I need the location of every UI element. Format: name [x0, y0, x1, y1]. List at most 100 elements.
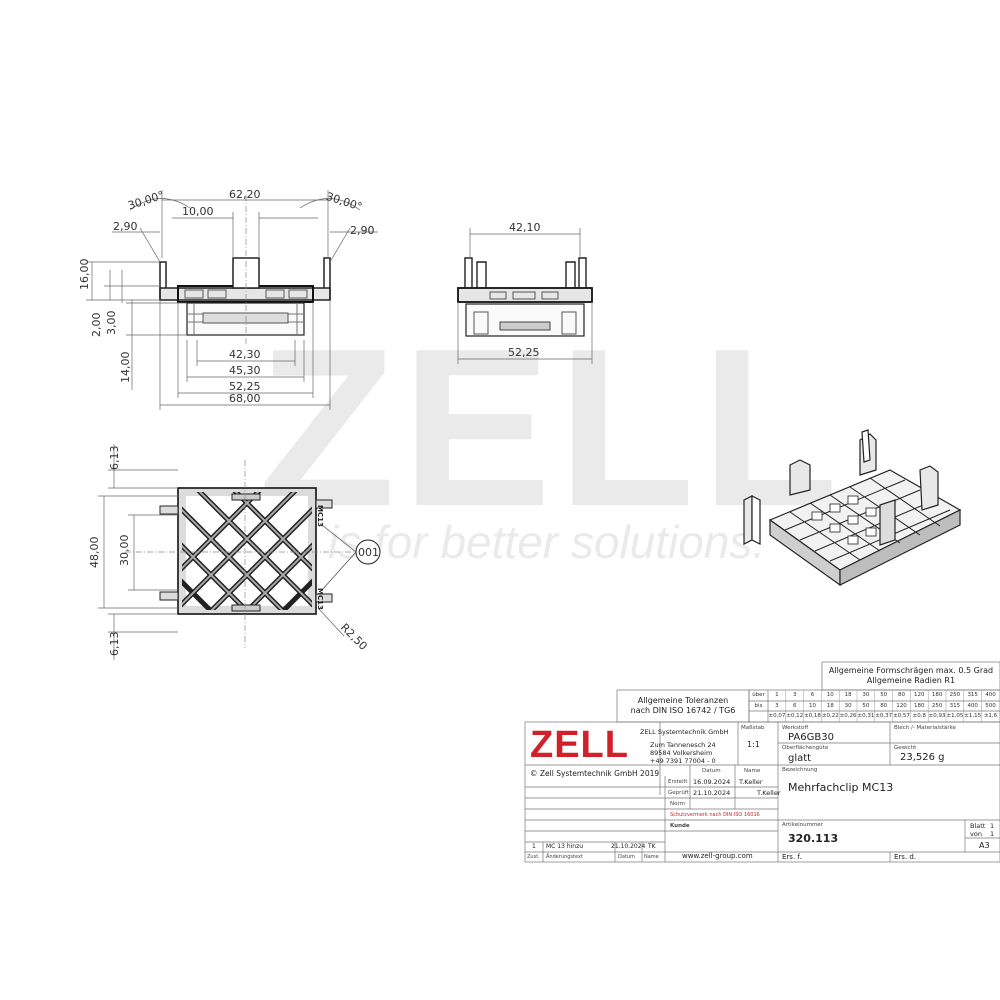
tolerance-value-cell: ±0,8: [912, 713, 926, 719]
dim-w3: 52,25: [229, 380, 261, 393]
dim-w2: 45,30: [229, 364, 261, 377]
dim-side-bottom: 52,25: [508, 346, 540, 359]
created-label: Erstellt: [668, 779, 688, 785]
plan-view: [98, 444, 381, 660]
tolerance-to-cell: 50: [862, 703, 870, 709]
tolerance-to-cell: 180: [914, 703, 925, 709]
tolerance-over-cell: 10: [826, 692, 834, 698]
isometric-view: [743, 429, 962, 587]
tolerance-over-cell: 180: [931, 692, 943, 698]
dim-depth: 14,00: [119, 352, 132, 384]
dim-w1: 42,30: [229, 348, 261, 361]
tolerance-value-cell: ±0,22: [821, 713, 839, 719]
scale-value: 1:1: [747, 740, 760, 749]
dim-plan-top-offset: 6,13: [108, 446, 121, 471]
website-link[interactable]: www.zell-group.com: [682, 852, 753, 860]
tolerance-to-cell: 120: [896, 703, 907, 709]
draft-angle-line1: Allgemeine Formschrägen max. 0.5 Grad: [828, 666, 994, 675]
front-view-labels: 30,00° 30,00° 62,20 10,00 2,90 2,90 16,0…: [78, 188, 375, 405]
created-name: T.Keller: [739, 778, 763, 786]
tolerance-to-cell: 6: [792, 703, 797, 709]
revision-text: MC 13 hinzu: [546, 843, 584, 850]
company-street: Zum Tannenesch 24: [650, 741, 716, 749]
draft-angle-note: Allgemeine Formschrägen max. 0.5 Grad Al…: [822, 666, 1000, 686]
checked-date: 21.10.2024: [693, 789, 731, 797]
tolerance-value-cell: ±0,12: [786, 713, 804, 719]
checked-label: Geprüft: [668, 790, 689, 796]
side-view: [457, 228, 593, 364]
of-word: von: [970, 830, 982, 838]
dim-edge-left: 2,90: [113, 220, 138, 233]
tolerance-value-cell: ±0,07: [768, 713, 786, 719]
dim-plan-height: 48,00: [88, 537, 101, 569]
tolerance-to-cell: 10: [808, 703, 816, 709]
weight-value: 23,526 g: [900, 752, 945, 763]
dim-center-width: 10,00: [182, 205, 214, 218]
plan-mark-bottom: MC13: [316, 588, 324, 610]
tolerance-over-cell: 250: [949, 692, 961, 698]
dim-side-top: 42,10: [509, 221, 541, 234]
callout-001: 001: [358, 546, 379, 559]
customer-label: Kunde: [670, 823, 690, 829]
dim-height-total: 16,00: [78, 259, 91, 291]
tolerance-to-cell: 500: [985, 703, 996, 709]
tolerance-value-cell: ±0,37: [875, 713, 893, 719]
dim-angle-left: 30,00°: [126, 189, 165, 213]
tolerance-over-cell: 18: [844, 692, 852, 698]
tolerance-to-cell: 30: [844, 703, 852, 709]
tolerance-value-cell: ±0,31: [857, 713, 875, 719]
column-change-text: Änderungstext: [546, 854, 583, 860]
company-name: ZELL Systemtechnik GmbH: [640, 728, 729, 736]
front-view: [86, 190, 378, 410]
company-phone: +49 7391 77004 - 0: [650, 757, 716, 765]
surface-label: Oberflächengüte: [782, 745, 829, 751]
side-view-labels: 42,10 52,25: [508, 221, 541, 359]
tolerance-over-cell: 30: [862, 692, 870, 698]
weight-label: Gewicht: [894, 745, 917, 751]
designation-label: Bezeichnung: [782, 767, 818, 773]
tolerance-over-label: über: [752, 692, 765, 698]
tolerance-value-cell: ±0,18: [804, 713, 821, 719]
plan-mark-top: MC13: [316, 505, 324, 527]
column-zust: Zust.: [527, 854, 540, 860]
article-label: Artikelnummer: [782, 822, 823, 828]
revision-date: 21.10.2024: [611, 843, 646, 850]
name-header: Name: [744, 768, 761, 774]
tolerance-value-cell: ±0,26: [839, 713, 857, 719]
designation-value: Mehrfachclip MC13: [788, 781, 894, 794]
tolerance-over-cell: 400: [985, 692, 996, 698]
created-date: 16.09.2024: [693, 778, 731, 786]
column-date: Datum: [618, 854, 635, 860]
dim-edge-right: 2,90: [350, 224, 375, 237]
draft-radius-line2: Allgemeine Radien R1: [866, 676, 956, 685]
watermark-brand: ZELL: [258, 301, 844, 553]
tolerance-over-cell: 120: [914, 692, 925, 698]
tolerance-to-label: bis: [754, 703, 763, 709]
tolerance-to-cell: 400: [967, 703, 978, 709]
company-city: 89584 Volkersheim: [650, 749, 713, 757]
tolerance-value-cell: ±1,05: [946, 713, 964, 719]
sheet-thickness-label: Blech /- Materialstärke: [894, 725, 956, 731]
dim-plan-inner: 30,00: [118, 535, 131, 567]
tolerance-over-cell: 315: [967, 692, 978, 698]
zell-logo: ZELL: [530, 724, 629, 766]
title-block-frame: [524, 661, 1000, 863]
tolerance-value-cell: ±0,93: [928, 713, 946, 719]
dim-plan-radius: R2,50: [338, 621, 370, 653]
watermark-slogan: is for better solutions.: [328, 516, 765, 568]
tolerance-over-cell: 3: [792, 692, 797, 698]
tolerance-to-cell: 315: [949, 703, 961, 709]
revision-name: TK: [648, 843, 656, 850]
watermark: ZELL is for better solutions.: [258, 301, 844, 568]
material-label: Werkstoff: [782, 725, 809, 731]
tolerance-to-cell: 80: [880, 703, 888, 709]
material-value: PA6GB30: [788, 732, 834, 743]
replaced-by-label: Ers. d.: [894, 853, 917, 861]
of-number: 1: [990, 830, 995, 838]
tolerance-title-line2: nach DIN ISO 16742 / TG6: [630, 706, 736, 715]
scale-label: Maßstab: [741, 725, 765, 731]
copyright: © Zell Systemtechnik GmbH 2019: [530, 769, 660, 778]
tolerance-value-cell: ±1,15: [964, 713, 982, 719]
protection-note: Schutzvermerk nach DIN ISO 16016: [670, 812, 760, 818]
